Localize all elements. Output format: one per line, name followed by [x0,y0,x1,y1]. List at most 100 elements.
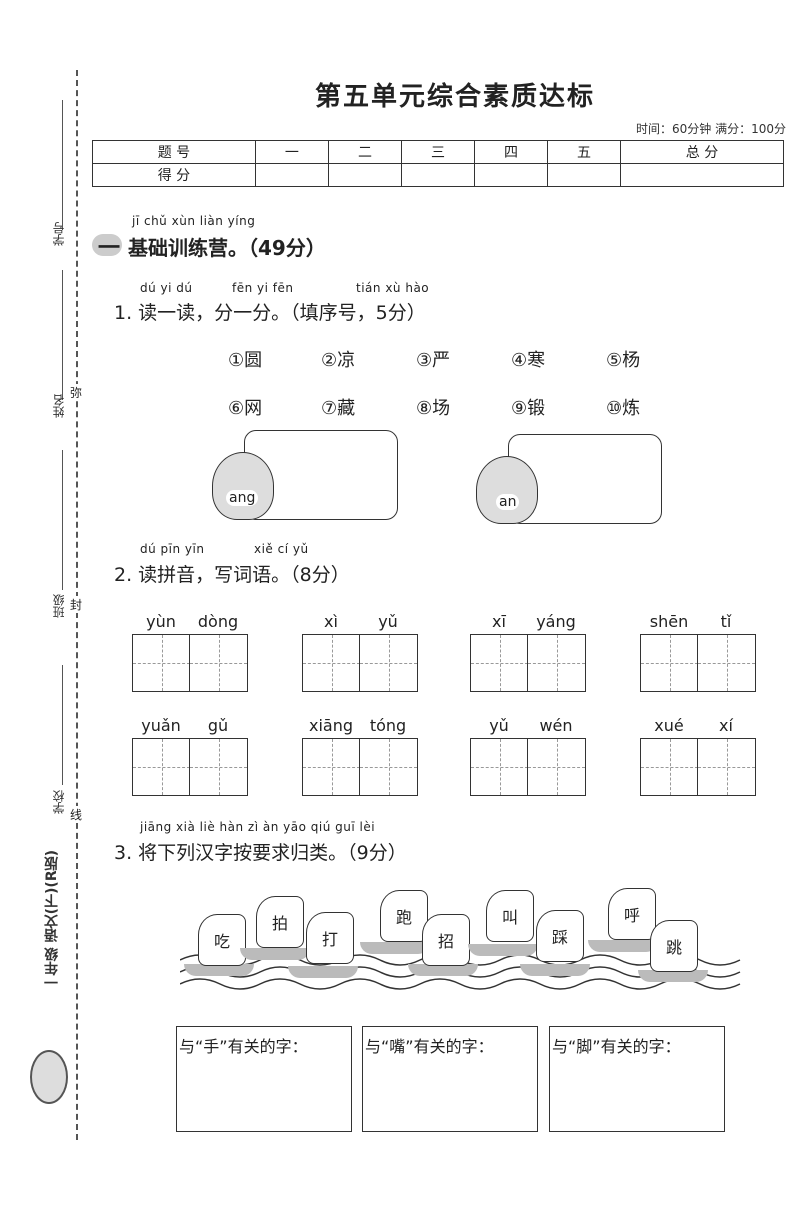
q2-writing-cell[interactable] [302,738,361,796]
q1-option: ⑧场 [416,398,451,419]
q2-writing-cell[interactable] [189,634,248,692]
q3-char-sail: 吃 [198,914,246,966]
q2-writing-cell[interactable] [527,738,586,796]
score-header-cell: 三 [400,140,475,164]
side-label-school: 学校 [52,790,66,814]
q3-text: 3. 将下列汉字按要求归类。（9分） [114,842,407,864]
q3-char-sail: 跑 [380,890,428,942]
q3-char-sail: 跳 [650,920,698,972]
side-underline-3 [62,450,63,590]
score-header-cell: 总 分 [620,140,784,164]
section1-heading: 基础训练营。（49分） [128,236,326,260]
score-input-cell[interactable] [547,163,622,187]
q2-pinyin-2: xiě cí yǔ [254,542,309,556]
q1-option: ⑤杨 [606,350,641,371]
score-header-cell: 一 [254,140,329,164]
side-underline-4 [62,665,63,785]
q3-answer-box-mouth[interactable]: 与“嘴”有关的字： [362,1026,538,1132]
q2-writing-cell[interactable] [697,634,756,692]
section1-number: 一 [98,236,121,261]
q1-pinyin-1: dú yi dú [140,281,193,295]
penguin-icon [212,452,274,520]
q1-pinyin-2: fēn yi fēn [232,281,294,295]
q3-pinyin: jiāng xià liè hàn zì àn yāo qiú guī lèi [140,820,376,834]
boat-hull [520,964,590,976]
q3-box-label-hand: 与“手”有关的字： [179,1037,308,1056]
section1-badge-icon [92,234,122,256]
q2-word-pinyin: tǐ [720,612,732,631]
q1-box-label-an: an [496,494,520,510]
q1-option: ⑥网 [228,398,263,419]
boat-hull [240,948,310,960]
q1-pinyin-3: tián xù hào [356,281,430,295]
q2-word-pinyin: xí [719,716,733,735]
boat-hull [468,944,538,956]
side-underline-1 [62,100,63,230]
q1-option: ①圆 [228,350,263,371]
score-input-cell[interactable] [400,163,475,187]
q1-option: ③严 [416,350,451,371]
q2-writing-cell[interactable] [527,634,586,692]
boat-hull [588,940,658,952]
book-label: 一年级 语文(下)(R版) [44,850,60,990]
q2-writing-cell[interactable] [470,634,529,692]
q2-writing-cell[interactable] [132,738,191,796]
side-label-student-id: 学号 [52,222,66,246]
q2-writing-cell[interactable] [132,634,191,692]
q1-option: ⑩炼 [606,398,641,419]
side-mark-xian: 线 [70,806,83,823]
q3-box-label-mouth: 与“嘴”有关的字： [365,1037,494,1056]
q2-text: 2. 读拼音，写词语。（8分） [114,564,350,586]
q3-char-sail: 打 [306,912,354,964]
q3-char-sail: 拍 [256,896,304,948]
q2-writing-cell[interactable] [640,738,699,796]
q2-word-pinyin: yǔ [378,612,398,631]
q2-word-pinyin: yǔ [489,716,509,735]
q2-writing-cell[interactable] [470,738,529,796]
q1-option: ②凉 [321,350,356,371]
score-header-cell: 题 号 [92,140,256,164]
boat-hull [288,966,358,978]
score-header-cell: 二 [327,140,402,164]
exam-meta: 时间：60分钟 满分：100分 [636,122,786,136]
q3-char-sail: 踩 [536,910,584,962]
q1-text: 1. 读一读，分一分。（填序号，5分） [114,302,426,324]
side-underline-2 [62,270,63,400]
score-header-cell: 四 [473,140,549,164]
q2-writing-cell[interactable] [359,634,418,692]
q2-word-pinyin: yuǎn [141,716,181,735]
score-table: 题 号 一 二 三 四 五 总 分 得 分 [92,140,784,187]
q2-writing-cell[interactable] [697,738,756,796]
score-input-cell[interactable] [254,163,329,187]
q3-box-label-foot: 与“脚”有关的字： [552,1037,681,1056]
q3-char-sail: 叫 [486,890,534,942]
q2-writing-cell[interactable] [640,634,699,692]
section1-pinyin: jī chǔ xùn liàn yíng [132,214,256,228]
q2-writing-cell[interactable] [189,738,248,796]
q1-option: ⑨锻 [511,398,546,419]
boat-hull [184,964,254,976]
q3-char-sail: 招 [422,914,470,966]
q2-writing-cell[interactable] [302,634,361,692]
q2-word-pinyin: gǔ [207,716,229,735]
q2-word-pinyin: xué [654,716,684,735]
q3-answer-box-hand[interactable]: 与“手”有关的字： [176,1026,352,1132]
q2-writing-cell[interactable] [359,738,418,796]
side-label-class: 班级 [52,594,66,618]
penguin-icon [476,456,538,524]
score-label-cell: 得 分 [92,163,256,187]
q2-pinyin-1: dú pīn yīn [140,542,205,556]
score-input-cell[interactable] [473,163,549,187]
q1-option: ④寒 [511,350,546,371]
mascot-logo [30,1050,68,1104]
score-table-header-row: 题 号 一 二 三 四 五 总 分 [92,140,784,164]
side-label-name: 姓名 [52,394,66,418]
score-input-cell[interactable] [620,163,784,187]
q1-box-label-ang: ang [226,490,259,506]
q2-word-pinyin: wén [539,716,573,735]
q2-word-pinyin: dòng [197,612,239,631]
boat-hull [360,942,430,954]
side-mark-feng: 封 [70,596,83,613]
q3-answer-box-foot[interactable]: 与“脚”有关的字： [549,1026,725,1132]
score-input-cell[interactable] [327,163,402,187]
